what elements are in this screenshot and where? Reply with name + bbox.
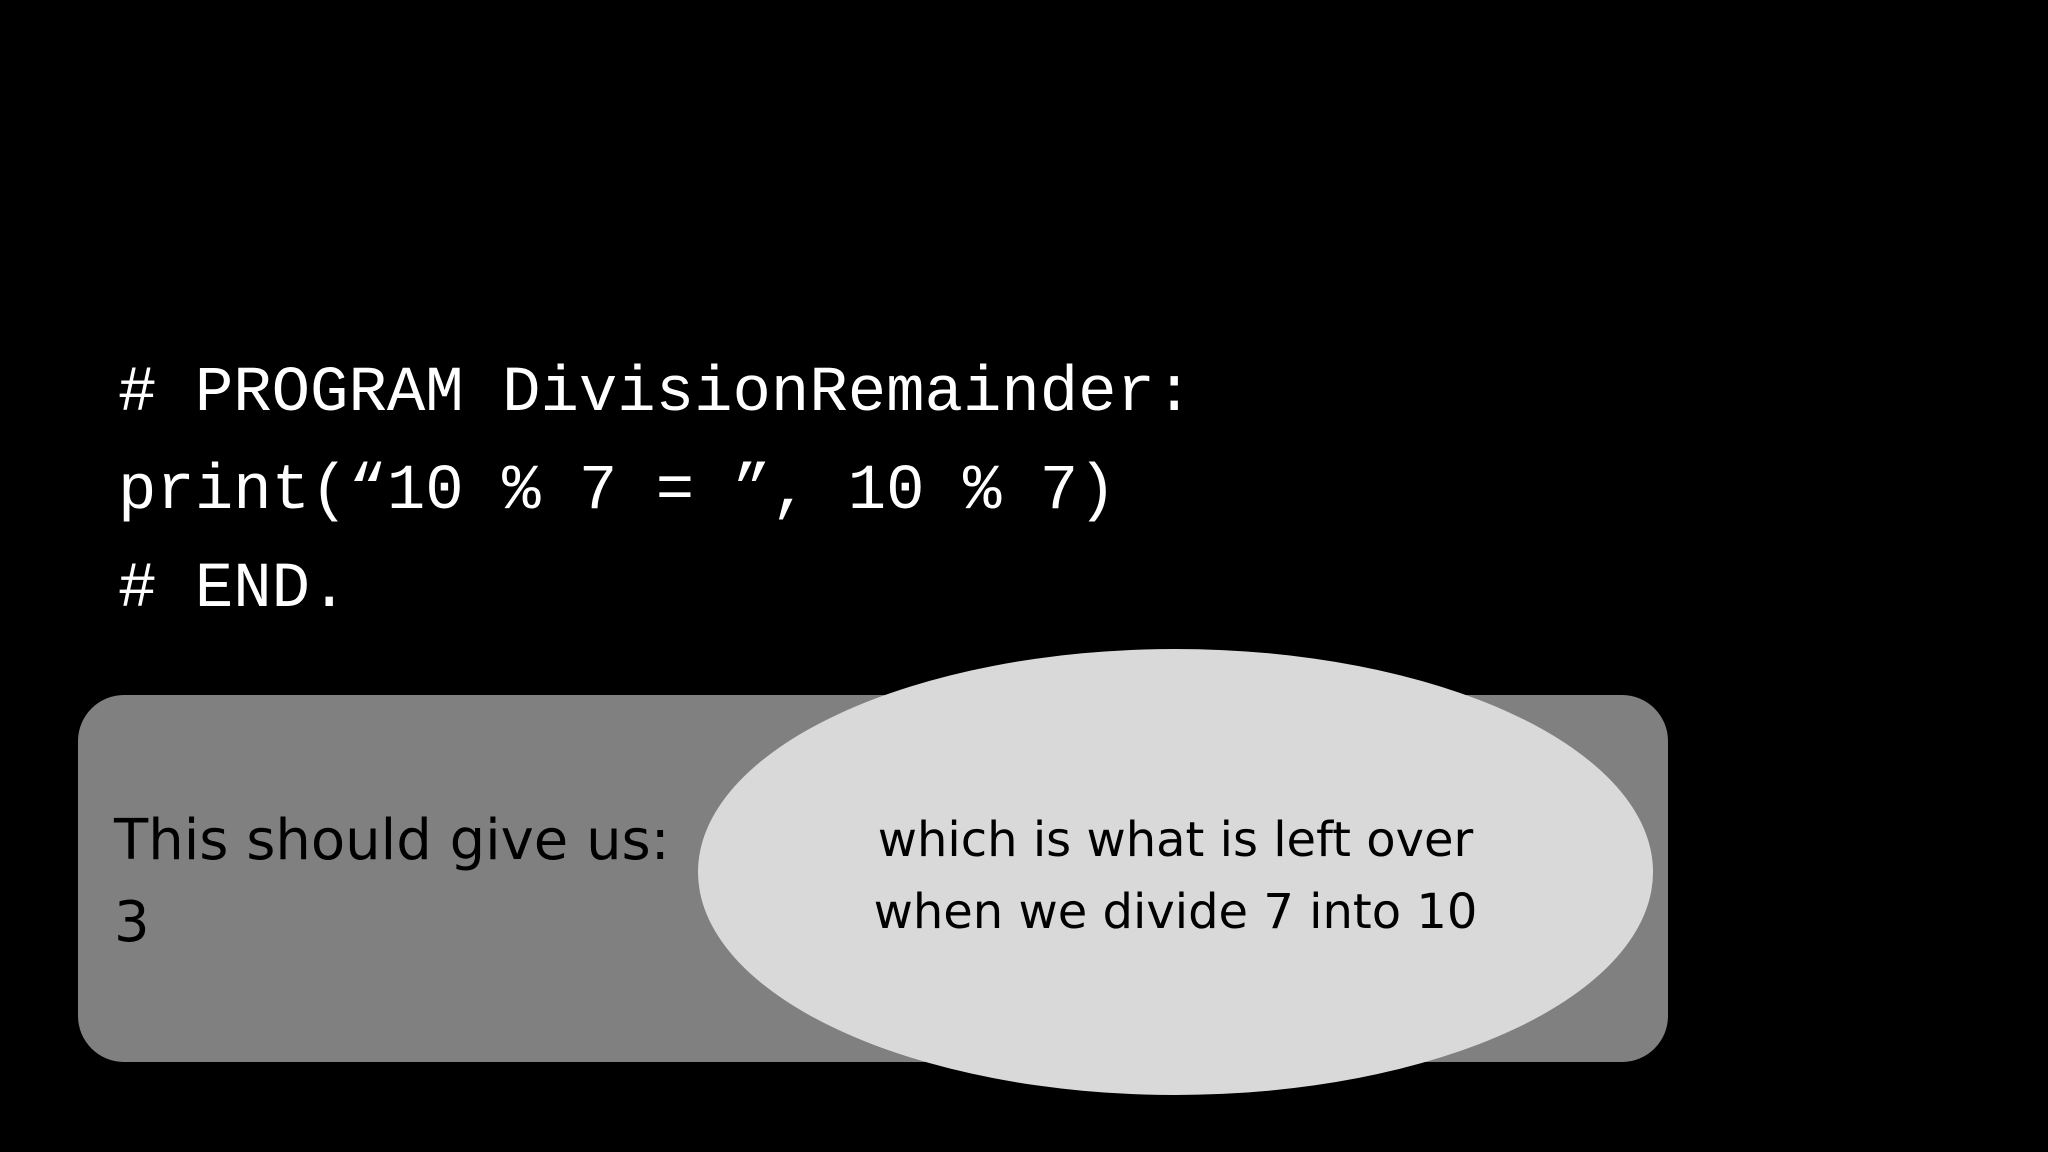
callout-line-2: when we divide 7 into 10 — [873, 884, 1478, 940]
callout-bubble — [698, 649, 1653, 1095]
result-text: This should give us: 3 — [114, 800, 670, 964]
callout-line-1: which is what is left over — [877, 812, 1474, 868]
code-line-print: print(“10 % 7 = ”, 10 % 7) — [118, 456, 1117, 528]
result-value: 3 — [114, 890, 150, 955]
result-label: This should give us: — [114, 808, 670, 873]
code-block: # PROGRAM DivisionRemainder: print(“10 % … — [118, 345, 1193, 639]
callout-text: which is what is left over when we divid… — [698, 804, 1653, 948]
code-line-program: # PROGRAM DivisionRemainder: — [118, 358, 1194, 430]
code-line-end: # END. — [118, 554, 349, 626]
